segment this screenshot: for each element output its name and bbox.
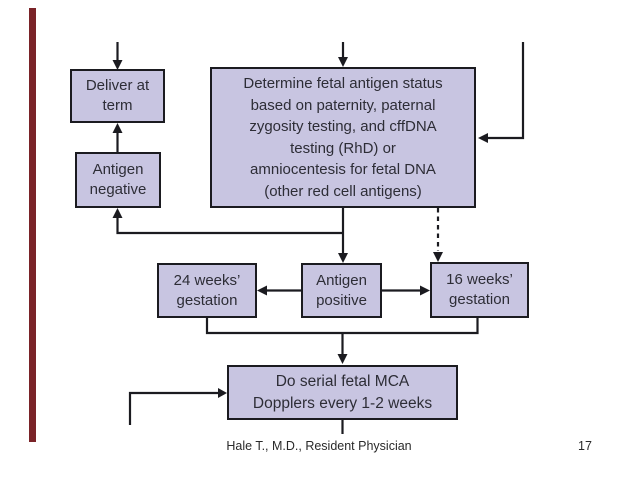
line-branch-to-negative: [116, 217, 343, 235]
arrowhead-down-icon: [338, 57, 348, 67]
slide-page-number: 17: [578, 439, 592, 453]
flow-node-determine-fetal-antigen-status: Determine fetal antigen status based on …: [210, 67, 476, 208]
arrowhead-up-icon: [112, 123, 123, 133]
arrowhead-left-icon: [257, 285, 267, 296]
line-merge-gestation-branches: [205, 318, 479, 335]
arrowhead-down-icon: [337, 354, 348, 364]
flow-node-antigen-negative: Antigen negative: [75, 152, 161, 208]
flow-node-mca-dopplers: Do serial fetal MCA Dopplers every 1-2 w…: [227, 365, 458, 420]
arrowhead-down-icon: [112, 60, 123, 70]
flow-node-24-weeks-gestation: 24 weeks’ gestation: [157, 263, 257, 318]
left-accent-bar: [29, 8, 36, 442]
arrowhead-left-icon: [478, 133, 488, 143]
arrowhead-down-icon: [433, 252, 443, 262]
arrowhead-up-icon: [112, 208, 123, 218]
line-right-elbow-into-determine: [487, 42, 525, 140]
arrowhead-right-icon: [218, 388, 227, 398]
flow-node-deliver-at-term: Deliver at term: [70, 69, 165, 123]
arrowhead-right-icon: [420, 285, 430, 296]
line-left-entry-into-dopplers: [128, 391, 218, 425]
slide-footer-author: Hale T., M.D., Resident Physician: [226, 439, 412, 453]
flow-node-16-weeks-gestation: 16 weeks’ gestation: [430, 262, 529, 318]
flow-node-antigen-positive: Antigen positive: [301, 263, 382, 318]
arrowhead-down-icon: [338, 253, 348, 263]
